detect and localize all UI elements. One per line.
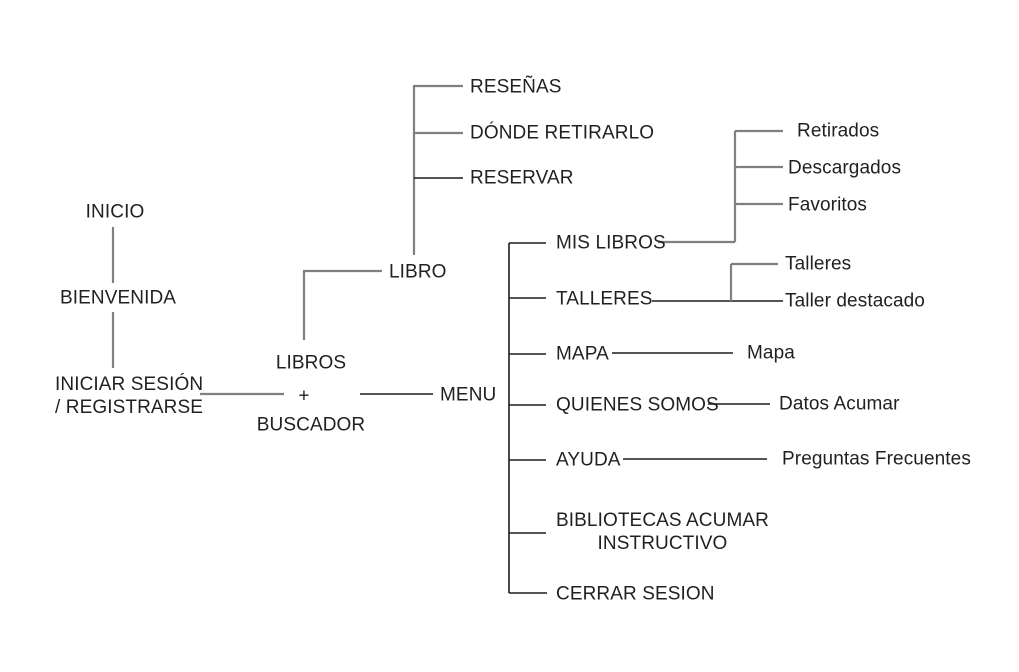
node-inicio-label: INICIO [85, 201, 145, 223]
node-talleres-sub-label: Talleres [785, 253, 852, 275]
node-mapa-label: MAPA [556, 343, 609, 365]
node-favoritos: Favoritos [788, 194, 867, 217]
node-descargados-label: Descargados [788, 157, 902, 179]
node-bienvenida: BIENVENIDA [60, 287, 176, 310]
node-bibliotecas-acumar-label: BIBLIOTECAS ACUMAR [556, 510, 769, 531]
node-donde-retirarlo: DÓNDE RETIRARLO [470, 122, 654, 145]
node-iniciar-registrarse-label: INICIAR SESIÓN [55, 374, 204, 395]
node-donde-retirarlo-label: DÓNDE RETIRARLO [470, 122, 655, 144]
node-reservar-label: RESERVAR [470, 167, 574, 189]
node-ayuda-label: AYUDA [556, 449, 621, 471]
node-quienes-somos-label: QUIENES SOMOS [556, 394, 719, 416]
node-cerrar-sesion-label: CERRAR SESION [556, 583, 715, 605]
node-inicio: INICIO [86, 201, 145, 224]
node-mapa-sub: Mapa [747, 342, 795, 365]
node-mis-libros: MIS LIBROS [556, 232, 666, 255]
node-libro-label: LIBRO [389, 261, 447, 283]
node-buscador: BUSCADOR [257, 414, 365, 437]
node-talleres-sub: Talleres [785, 253, 851, 276]
node-retirados: Retirados [797, 120, 879, 143]
node-quienes-somos: QUIENES SOMOS [556, 394, 719, 417]
node-bienvenida-label: BIENVENIDA [59, 287, 177, 309]
node-cerrar-sesion: CERRAR SESION [556, 583, 715, 606]
node-preguntas-frecuentes: Preguntas Frecuentes [782, 448, 971, 471]
node-mapa-sub-label: Mapa [747, 342, 795, 364]
node-taller-destacado-label: Taller destacado [785, 290, 925, 312]
node-resenas: RESEÑAS [470, 76, 562, 99]
node-libros-label: LIBROS [275, 352, 347, 374]
node-datos-acumar-label: Datos Acumar [779, 393, 900, 415]
node-retirados-label: Retirados [797, 120, 880, 142]
node-preguntas-frecuentes-label: Preguntas Frecuentes [782, 448, 971, 470]
node-ayuda: AYUDA [556, 449, 621, 472]
node-favoritos-label: Favoritos [788, 194, 868, 216]
node-talleres: TALLERES [556, 288, 653, 311]
node-iniciar-registrarse: INICIAR SESIÓN/ REGISTRARSE [55, 373, 203, 419]
node-libro: LIBRO [389, 261, 447, 284]
node-menu: MENU [440, 384, 496, 407]
node-plus: + [298, 385, 309, 408]
node-talleres-label: TALLERES [556, 288, 653, 310]
node-plus-label: + [298, 385, 310, 407]
node-mapa: MAPA [556, 343, 609, 366]
node-mis-libros-label: MIS LIBROS [556, 232, 666, 254]
node-menu-label: MENU [440, 384, 497, 406]
node-resenas-label: RESEÑAS [470, 76, 562, 98]
node-buscador-label: BUSCADOR [256, 414, 366, 436]
node-datos-acumar: Datos Acumar [779, 393, 900, 416]
node-taller-destacado: Taller destacado [785, 290, 925, 313]
node-bibliotecas-acumar-label: INSTRUCTIVO [597, 533, 728, 554]
node-libros: LIBROS [276, 352, 346, 375]
node-iniciar-registrarse-label: / REGISTRARSE [55, 397, 204, 418]
node-reservar: RESERVAR [470, 167, 574, 190]
node-descargados: Descargados [788, 157, 901, 180]
